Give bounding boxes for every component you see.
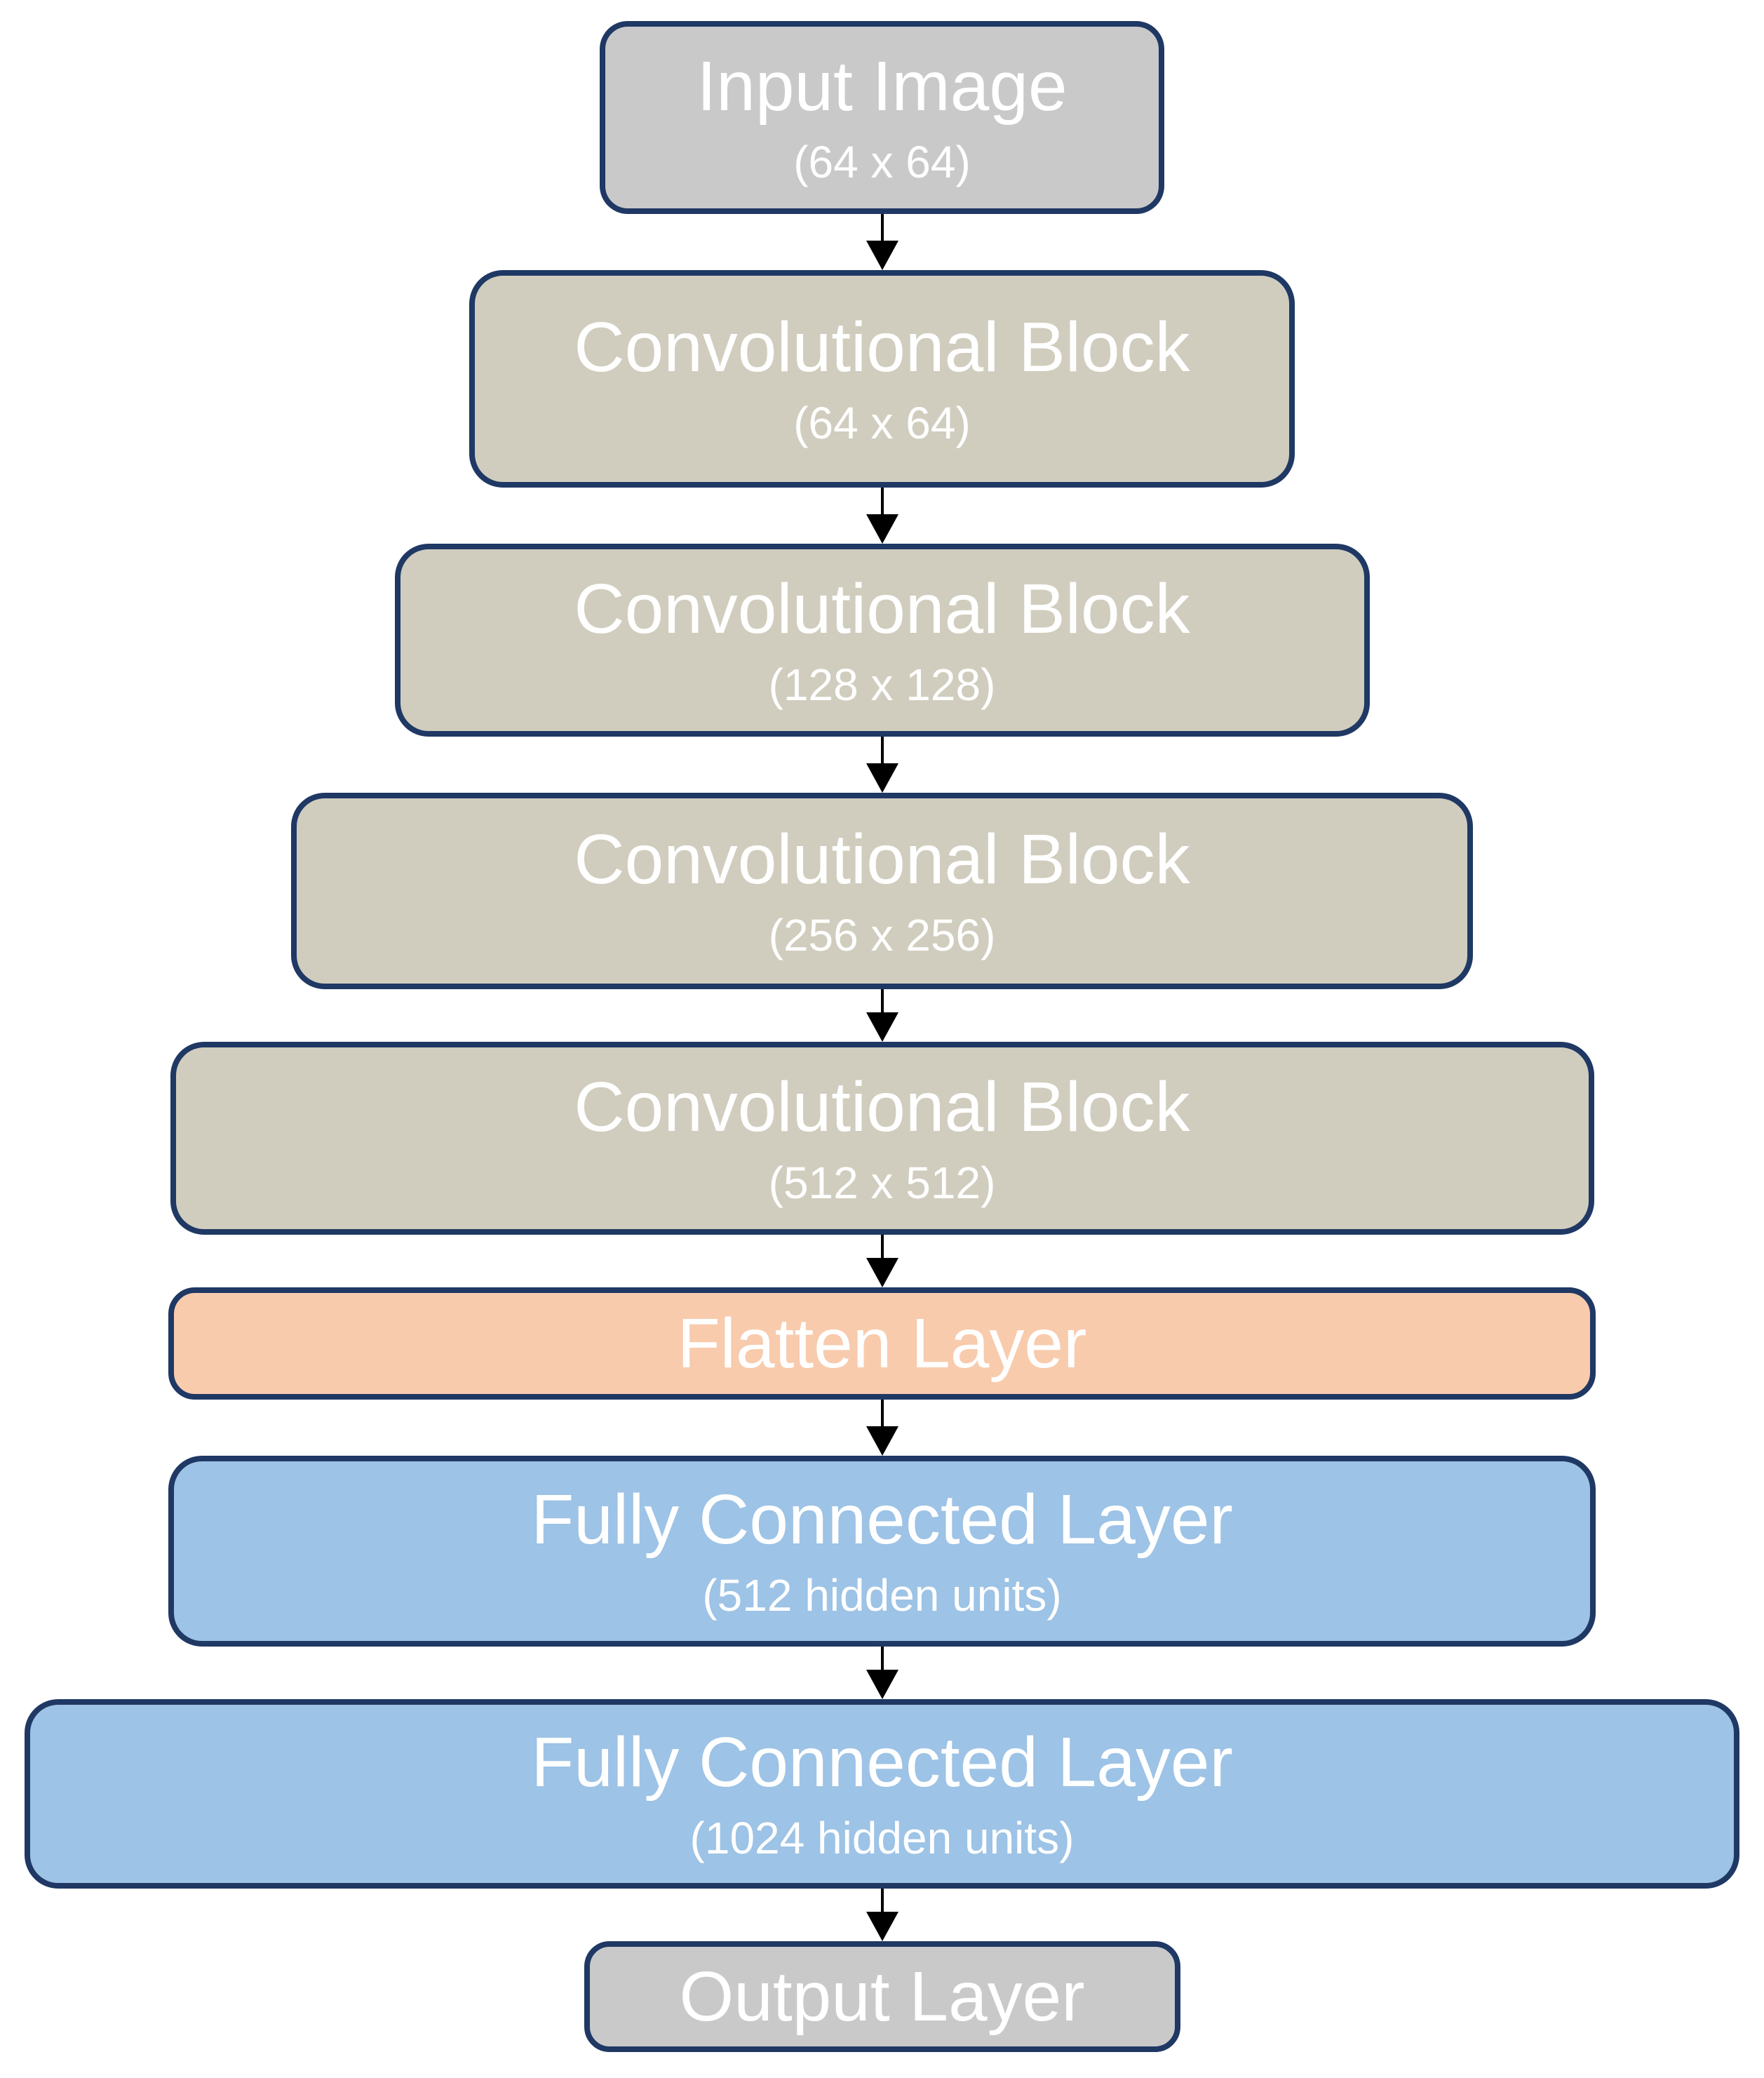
- node-label: Fully Connected Layer: [531, 1480, 1233, 1559]
- node-sublabel: (64 x 64): [793, 136, 971, 187]
- node-label: Fully Connected Layer: [531, 1723, 1233, 1802]
- node-label: Convolutional Block: [574, 1067, 1190, 1146]
- flow-arrow-down-icon: [866, 737, 899, 793]
- node-conv-block-3: Convolutional Block (256 x 256): [291, 793, 1473, 989]
- flow-arrow-down-icon: [866, 488, 899, 544]
- node-conv-block-2: Convolutional Block (128 x 128): [394, 544, 1370, 737]
- node-output-layer: Output Layer: [584, 1941, 1180, 2052]
- node-label: Flatten Layer: [677, 1304, 1087, 1383]
- flow-arrow-down-icon: [866, 1235, 899, 1287]
- node-sublabel: (256 x 256): [768, 910, 996, 960]
- node-sublabel: (1024 hidden units): [689, 1813, 1075, 1863]
- node-label: Convolutional Block: [574, 569, 1190, 648]
- flow-arrow-down-icon: [866, 1889, 899, 1941]
- node-fully-connected-layer-1: Fully Connected Layer (512 hidden units): [168, 1456, 1596, 1647]
- node-conv-block-1: Convolutional Block (64 x 64): [469, 270, 1295, 488]
- node-label: Convolutional Block: [574, 308, 1190, 387]
- node-label: Convolutional Block: [574, 820, 1190, 899]
- flow-arrow-down-icon: [866, 1647, 899, 1699]
- node-fully-connected-layer-2: Fully Connected Layer (1024 hidden units…: [25, 1699, 1739, 1889]
- flow-arrow-down-icon: [866, 214, 899, 270]
- node-sublabel: (512 x 512): [768, 1157, 996, 1208]
- node-sublabel: (512 hidden units): [702, 1570, 1062, 1621]
- flow-arrow-down-icon: [866, 989, 899, 1042]
- node-label: Output Layer: [679, 1957, 1085, 2036]
- node-flatten-layer: Flatten Layer: [168, 1287, 1596, 1400]
- node-input-image: Input Image (64 x 64): [600, 21, 1164, 214]
- node-label: Input Image: [696, 46, 1068, 126]
- node-sublabel: (128 x 128): [768, 659, 996, 710]
- node-sublabel: (64 x 64): [793, 398, 971, 448]
- flow-arrow-down-icon: [866, 1400, 899, 1456]
- node-conv-block-4: Convolutional Block (512 x 512): [170, 1042, 1594, 1235]
